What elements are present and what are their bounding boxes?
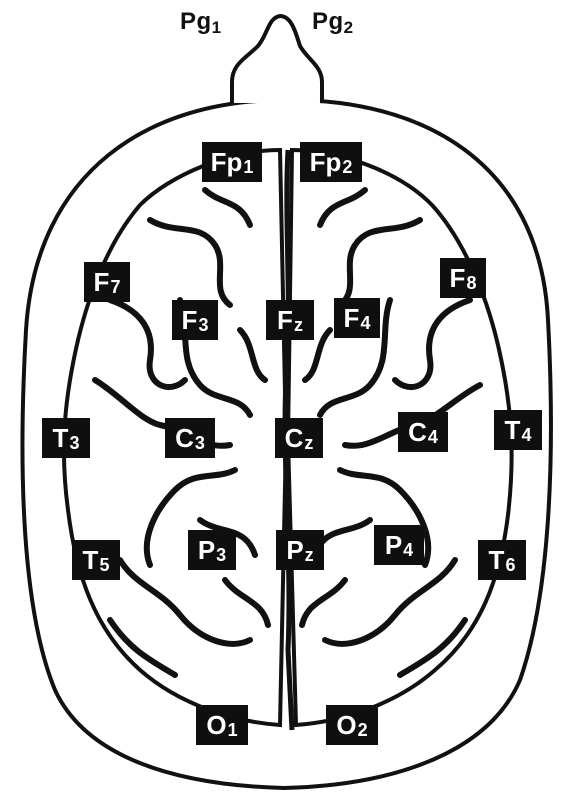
- nose-outline: [232, 16, 322, 103]
- electrode-fp1: Fp1: [202, 142, 262, 182]
- electrode-c4-subscript: 4: [428, 428, 438, 446]
- electrode-pz-letters: P: [286, 537, 303, 563]
- electrode-f4-subscript: 4: [360, 314, 370, 332]
- electrode-t4-letters: T: [505, 417, 521, 443]
- electrode-pg1-subscript: 1: [212, 18, 222, 37]
- electrode-t5-letters: T: [83, 547, 99, 573]
- electrode-f8-subscript: 8: [466, 274, 476, 292]
- electrode-c4-letters: C: [408, 419, 427, 445]
- electrode-o1-letters: O: [206, 712, 226, 738]
- electrode-f3-letters: F: [182, 307, 198, 333]
- electrode-t3: T3: [42, 418, 90, 458]
- electrode-t6-subscript: 6: [505, 556, 515, 574]
- electrode-c3-subscript: 3: [195, 434, 205, 452]
- electrode-f7: F7: [84, 262, 130, 302]
- electrode-f8-letters: F: [450, 265, 466, 291]
- electrode-t4: T4: [494, 410, 542, 450]
- electrode-p3-subscript: 3: [216, 546, 226, 564]
- electrode-t5-subscript: 5: [99, 556, 109, 574]
- electrode-c3-letters: C: [175, 425, 194, 451]
- electrode-c3: C3: [165, 418, 215, 458]
- electrode-fp1-subscript: 1: [243, 158, 253, 176]
- electrode-f4-letters: F: [344, 305, 360, 331]
- electrode-cz-subscript: z: [304, 434, 313, 452]
- electrode-o2: O2: [326, 705, 378, 745]
- electrode-p3: P3: [188, 530, 236, 570]
- electrode-fz: Fz: [266, 300, 314, 340]
- electrode-t3-subscript: 3: [69, 434, 79, 452]
- electrode-t6-letters: T: [489, 547, 505, 573]
- electrode-pz-subscript: z: [305, 546, 314, 564]
- electrode-f3-subscript: 3: [198, 316, 208, 334]
- electrode-fz-letters: F: [277, 307, 293, 333]
- electrode-o2-letters: O: [336, 712, 356, 738]
- electrode-f3: F3: [172, 300, 218, 340]
- electrode-f8: F8: [440, 258, 486, 298]
- electrode-pg2-subscript: 2: [344, 18, 354, 37]
- electrode-t6: T6: [478, 540, 526, 580]
- electrode-pg1-letters: Pg: [180, 8, 212, 35]
- electrode-cz: Cz: [275, 418, 323, 458]
- electrode-fp1-letters: Fp: [211, 149, 243, 175]
- electrode-cz-letters: C: [285, 425, 304, 451]
- electrode-t3-letters: T: [53, 425, 69, 451]
- electrode-o1: O1: [196, 705, 248, 745]
- electrode-p4-letters: P: [385, 532, 402, 558]
- electrode-pg2-letters: Pg: [312, 8, 344, 35]
- electrode-fp2-subscript: 2: [342, 158, 352, 176]
- electrode-t4-subscript: 4: [521, 426, 531, 444]
- electrode-f7-subscript: 7: [110, 278, 120, 296]
- electrode-f4: F4: [334, 298, 380, 338]
- electrode-pz: Pz: [276, 530, 324, 570]
- electrode-o1-subscript: 1: [228, 721, 238, 739]
- electrode-label-pg1: Pg1: [180, 8, 222, 38]
- electrode-fz-subscript: z: [294, 316, 303, 334]
- electrode-f7-letters: F: [94, 269, 110, 295]
- electrode-label-pg2: Pg2: [312, 8, 354, 38]
- electrode-fp2-letters: Fp: [310, 149, 342, 175]
- electrode-t5: T5: [72, 540, 120, 580]
- electrode-o2-subscript: 2: [358, 721, 368, 739]
- electrode-p4-subscript: 4: [403, 541, 413, 559]
- electrode-p3-letters: P: [198, 537, 215, 563]
- electrode-c4: C4: [398, 412, 448, 452]
- electrode-fp2: Fp2: [300, 142, 362, 182]
- electrode-p4: P4: [374, 525, 424, 565]
